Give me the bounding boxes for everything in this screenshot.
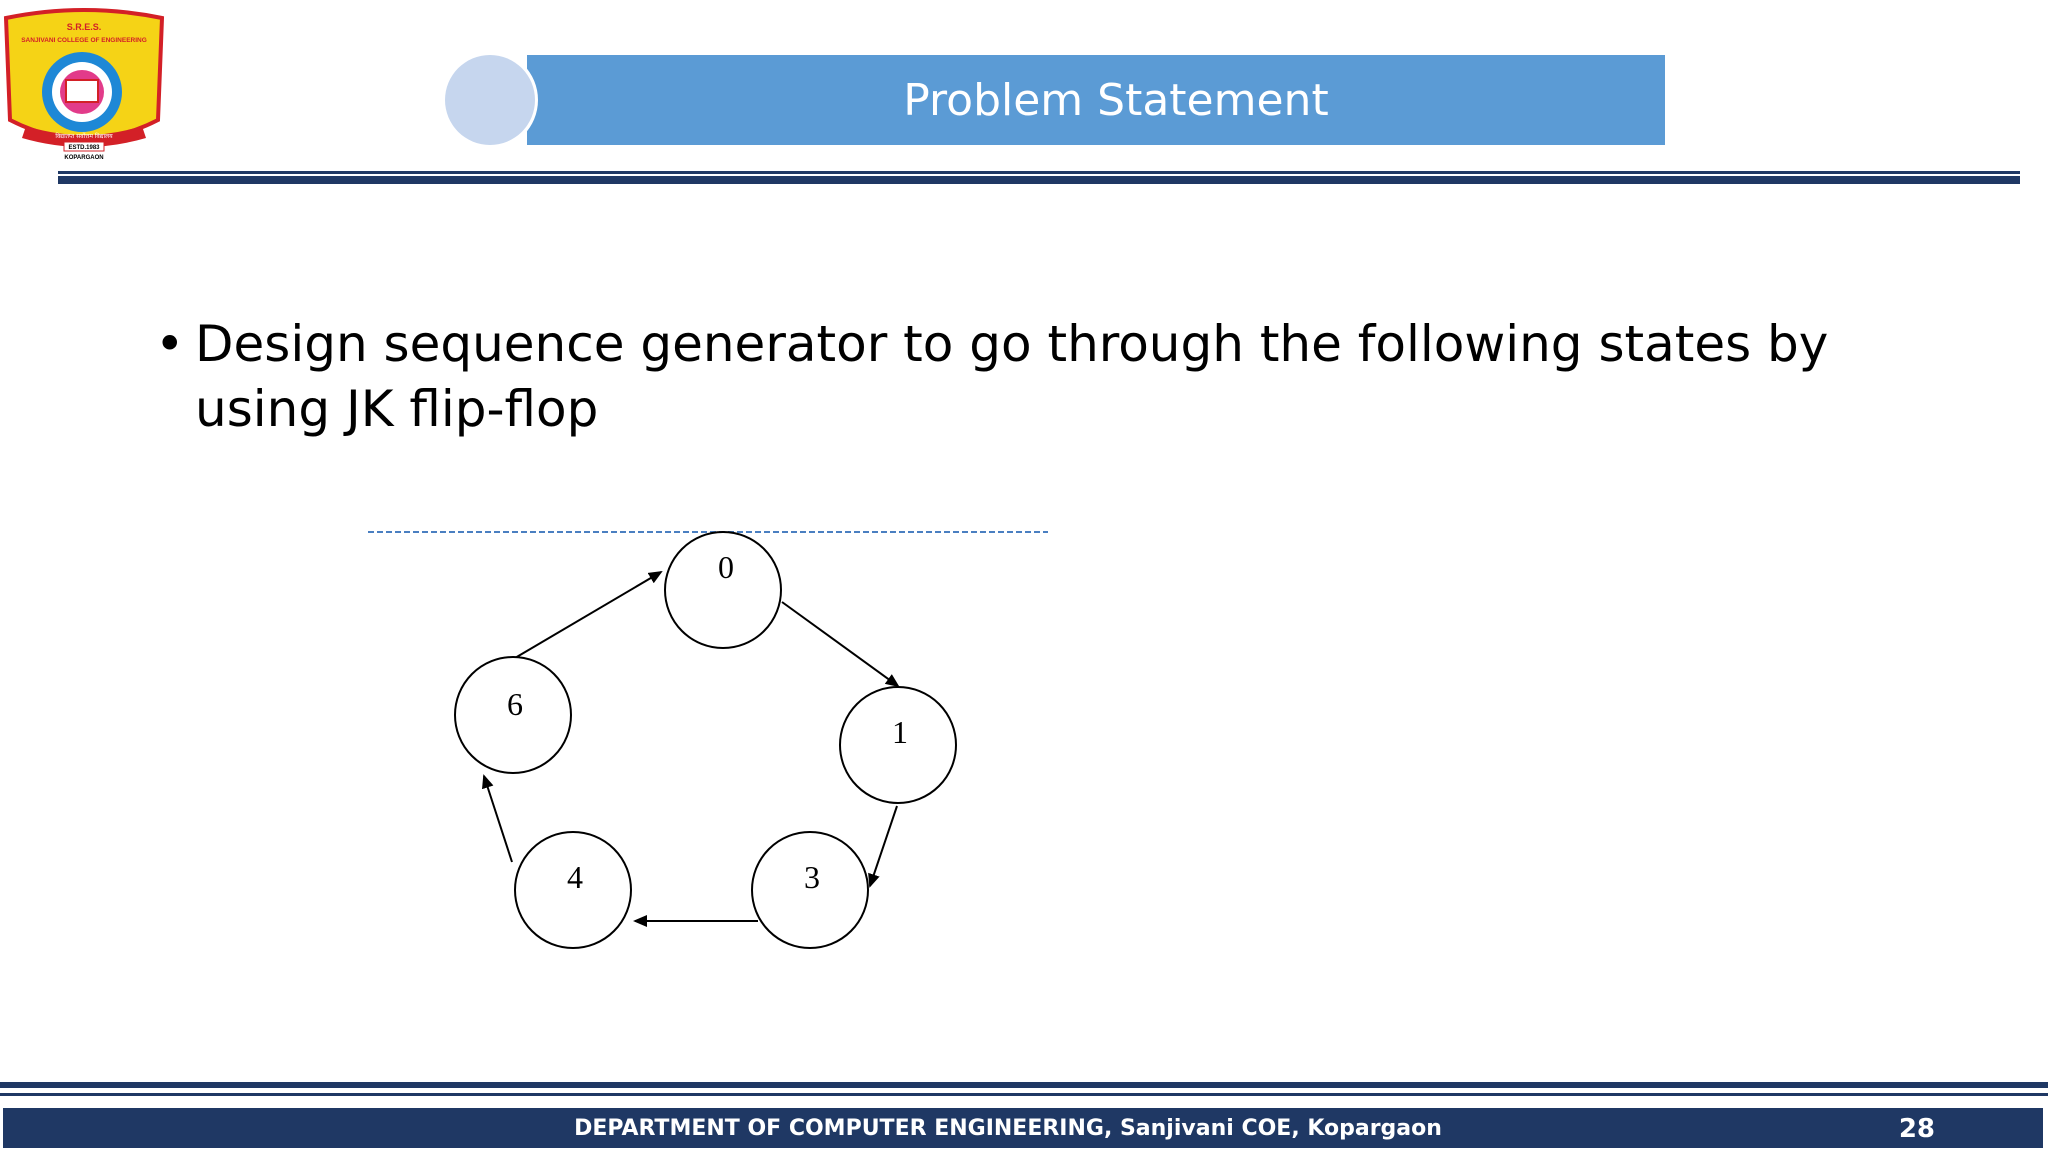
college-logo: S.R.E.S. SANJIVANI COLLEGE OF ENGINEERIN… (3, 8, 165, 161)
bullet-point: • Design sequence generator to go throug… (155, 312, 1915, 442)
title-circle (445, 55, 535, 145)
slide-page-number: 28 (1898, 1114, 1935, 1144)
state-node-1: 1 (839, 686, 957, 804)
logo-top-text: S.R.E.S. (67, 22, 102, 32)
slide-title-banner: Problem Statement (527, 55, 1665, 145)
header-rule-thick (58, 176, 2020, 184)
state-diagram: 0 1 3 4 6 (368, 531, 1048, 949)
logo-estd: ESTD.1983 (68, 145, 100, 151)
footer-department: DEPARTMENT OF COMPUTER ENGINEERING, Sanj… (574, 1116, 1442, 1141)
bullet-text: Design sequence generator to go through … (195, 315, 1829, 438)
footer-rule-thin (0, 1093, 2048, 1096)
state-label-1: 1 (892, 714, 908, 750)
header-rule-thin (58, 171, 2020, 174)
logo-motto: विद्यातप्त सर्वोत्तम विद्यालय (55, 132, 113, 140)
footer-bar: DEPARTMENT OF COMPUTER ENGINEERING, Sanj… (3, 1108, 2043, 1148)
transition-4-to-6 (482, 774, 513, 863)
state-label-6: 6 (507, 686, 523, 722)
transition-0-to-1 (781, 601, 900, 688)
state-label-3: 3 (804, 859, 820, 895)
logo-place: KOPARGAON (64, 155, 103, 161)
logo-college-name: SANJIVANI COLLEGE OF ENGINEERING (21, 37, 147, 44)
state-node-4: 4 (514, 831, 632, 949)
logo-ribbon (22, 126, 146, 147)
transition-1-to-3 (868, 805, 898, 888)
state-node-6: 6 (454, 656, 572, 774)
bullet-marker: • (155, 315, 185, 373)
footer-rule-thick (0, 1082, 2048, 1088)
transition-6-to-0 (514, 570, 663, 659)
state-label-4: 4 (567, 859, 583, 895)
state-label-0: 0 (718, 549, 734, 585)
state-node-0: 0 (664, 531, 782, 649)
state-node-3: 3 (751, 831, 869, 949)
slide-title: Problem Statement (903, 74, 1329, 126)
